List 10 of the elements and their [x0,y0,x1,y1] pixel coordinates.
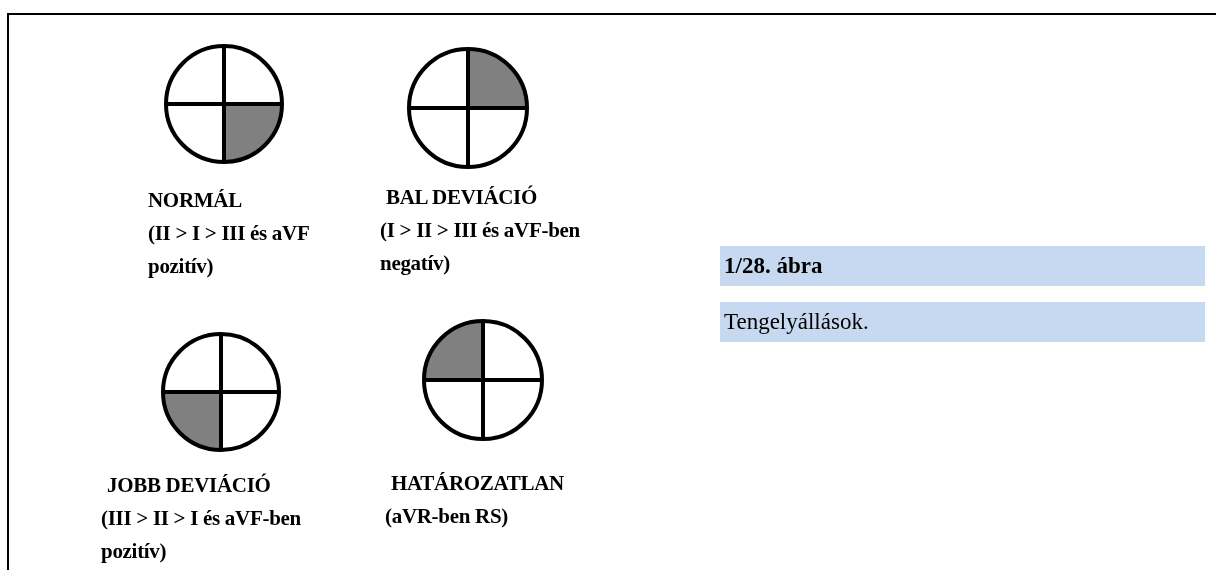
caption-heading: BAL DEVIÁCIÓ [385,184,539,211]
caption-heading: HATÁROZATLAN [390,470,565,497]
figure-caption: Tengelyállások. [720,302,1205,342]
caption-text: (III > II > I és aVF-ben pozitív) [101,505,302,565]
caption-text: (II > I > III és aVF pozitív) [148,220,310,280]
figure-title: 1/28. ábra [720,246,1205,286]
caption-text: (I > II > III és aVF-ben negatív) [380,217,581,277]
caption-heading: NORMÁL [148,187,243,214]
caption-text: (aVR-ben RS) [385,503,509,530]
caption-heading: JOBB DEVIÁCIÓ [106,472,272,499]
